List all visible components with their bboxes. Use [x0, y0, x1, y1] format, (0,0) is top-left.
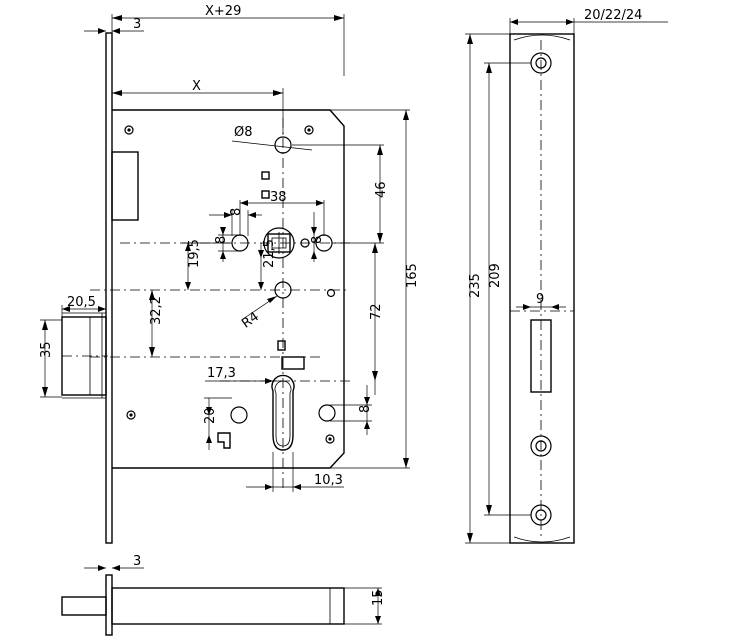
dim-235: 235	[468, 273, 483, 298]
dim-diameter-8: Ø8	[234, 125, 253, 140]
dim-21-5: 21,5	[262, 239, 277, 268]
hole-cyl-left	[230, 406, 248, 424]
lock-bottom-view: 3 15	[61, 554, 386, 636]
dim-20: 20	[203, 407, 218, 424]
dim-20-22-24: 20/22/24	[584, 8, 642, 23]
dim-8-right: 8	[310, 236, 325, 244]
dim-8-cylinder: 8	[358, 405, 373, 413]
bottom-faceplate	[105, 574, 113, 636]
faceplate-front-view: 20/22/24 235 209 9	[465, 8, 668, 544]
dimensions-side-view: X+29 3 X Ø8 38 8	[39, 4, 420, 492]
dim-face-thickness-top: 3	[133, 17, 141, 32]
dim-19-5: 19,5	[187, 239, 202, 268]
dim-209: 209	[488, 263, 503, 288]
bottom-bolt	[61, 596, 107, 616]
lock-side-view	[61, 32, 350, 544]
dim-46: 46	[374, 181, 389, 198]
cam-hook	[217, 432, 231, 449]
latch-slot	[111, 151, 139, 221]
dim-10-3: 10,3	[314, 473, 343, 488]
lock-case-outline	[112, 109, 345, 469]
dim-9: 9	[536, 292, 544, 307]
dim-17-3: 17,3	[207, 366, 236, 381]
dim-x: X	[192, 79, 201, 94]
case-screw-top-left	[124, 125, 134, 135]
dim-x-plus-29: X+29	[205, 4, 241, 19]
case-screw-top-right	[304, 125, 314, 135]
dim-r4: R4	[239, 309, 262, 331]
bottom-case	[111, 587, 345, 625]
faceplate-strip	[105, 32, 113, 544]
euro-cylinder-profile	[271, 374, 295, 451]
dim-8-left-vertical: 8	[214, 236, 229, 244]
hole-cyl-right	[318, 404, 336, 422]
dim-165: 165	[405, 263, 420, 288]
case-screw-bottom-left	[126, 410, 136, 420]
dim-35: 35	[39, 341, 54, 358]
follower-hub	[263, 227, 295, 259]
case-screw-bottom-right	[325, 434, 335, 444]
dim-32-2: 32,2	[149, 296, 164, 325]
dim-20-5: 20,5	[67, 295, 96, 310]
dim-72: 72	[369, 303, 384, 320]
dim-face-thickness-bottom: 3	[133, 554, 141, 569]
dim-38: 38	[270, 190, 287, 205]
dim-8-left: 8	[229, 208, 244, 216]
pivot-hole-small	[326, 288, 336, 298]
faceplate-outline	[509, 33, 575, 544]
dim-15: 15	[371, 589, 386, 606]
